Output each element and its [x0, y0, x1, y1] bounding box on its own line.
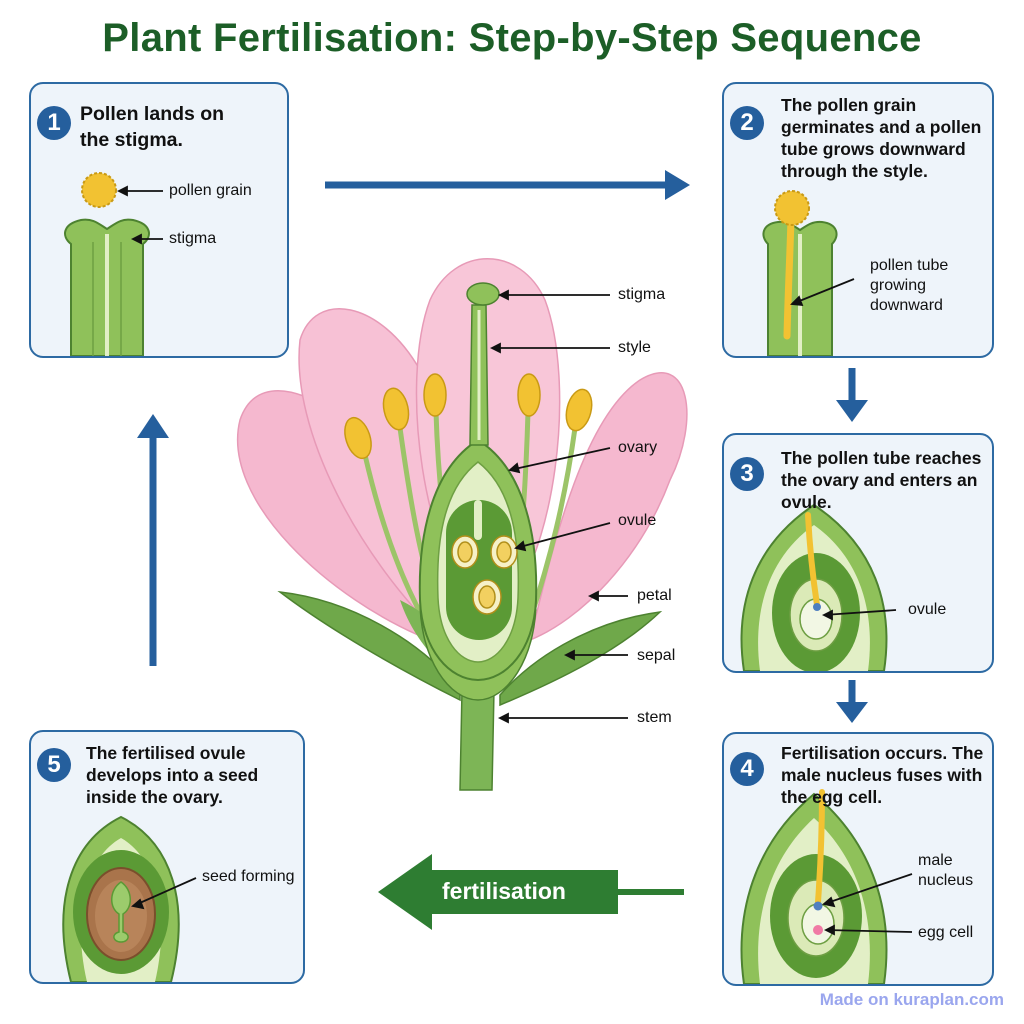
step-3-label-ovule: ovule — [908, 601, 947, 618]
seed-forming-illustration — [62, 815, 197, 982]
pollen-tube-illustration — [762, 190, 855, 356]
flower-label-stem: stem — [637, 709, 672, 726]
fertilisation-illustration — [740, 789, 913, 984]
fertilisation-arrow — [378, 854, 684, 930]
step-1-text: Pollen lands on the stigma. — [80, 103, 225, 151]
ovule-entry-illustration — [740, 503, 897, 671]
petal-right — [528, 372, 688, 642]
arrow-step2-to-step3 — [836, 368, 868, 422]
sepal-right — [499, 610, 663, 707]
step-4-label-egg-cell: egg cell — [918, 924, 974, 941]
flower-label-ovary: ovary — [618, 439, 658, 456]
step-4-text: Fertilisation occurs. The male nucleus f… — [781, 743, 984, 807]
step-2-text: The pollen grain germinates and a pollen… — [781, 95, 982, 181]
step-3-text: The pollen tube reaches the ovary and en… — [781, 448, 982, 512]
arrow-step1-to-step2 — [325, 170, 690, 200]
step-1-panel: 1 Pollen lands on the stigma. pollen gra… — [29, 82, 289, 358]
stigma-illustration — [64, 172, 163, 356]
step-1-label-stigma: stigma — [169, 230, 217, 247]
step-2-label-pollen-tube: pollen tube growing downward — [870, 257, 949, 314]
step-1-badge: 1 — [37, 106, 71, 140]
sepal-left — [277, 590, 461, 702]
pollen-tube — [783, 215, 795, 340]
flower-label-ovule: ovule — [618, 512, 657, 529]
step-2-panel: 2 The pollen grain germinates and a poll… — [722, 82, 994, 358]
flower-label-sepal: sepal — [637, 647, 676, 664]
flower-label-petal: petal — [637, 587, 672, 604]
step-1-label-pollen-grain: pollen grain — [169, 182, 252, 199]
egg-cell-dot — [813, 925, 823, 935]
male-nucleus-dot — [813, 901, 823, 911]
step-4-panel: 4 Fertilisation occurs. The male nucleus… — [722, 732, 994, 986]
stigma — [466, 282, 500, 306]
ovules — [451, 535, 518, 615]
arrow-step5-to-step1 — [137, 414, 169, 666]
step-3-badge: 3 — [730, 457, 764, 491]
step-2-badge: 2 — [730, 106, 764, 140]
flower-label-style: style — [618, 339, 651, 356]
arrow-step3-to-step4 — [836, 680, 868, 723]
footer-credit: Made on kuraplan.com — [819, 990, 1004, 1009]
page-title: Plant Fertilisation: Step-by-Step Sequen… — [102, 16, 922, 60]
step-3-panel: 3 The pollen tube reaches the ovary and … — [722, 433, 994, 673]
pollen-grain-dot — [81, 172, 117, 208]
step-5-label-seed-forming: seed forming — [202, 868, 295, 885]
step-4-badge: 4 — [730, 752, 764, 786]
fertilisation-arrow-label: fertilisation — [442, 878, 566, 904]
step-5-panel: 5 The fertilised ovule develops into a s… — [29, 730, 305, 984]
step-5-badge: 5 — [37, 748, 71, 782]
flower-stem — [459, 689, 495, 791]
flower-label-stigma: stigma — [618, 286, 666, 303]
step-5-text: The fertilised ovule develops into a see… — [86, 743, 259, 807]
step-4-label-male-nucleus: male nucleus — [918, 852, 974, 889]
